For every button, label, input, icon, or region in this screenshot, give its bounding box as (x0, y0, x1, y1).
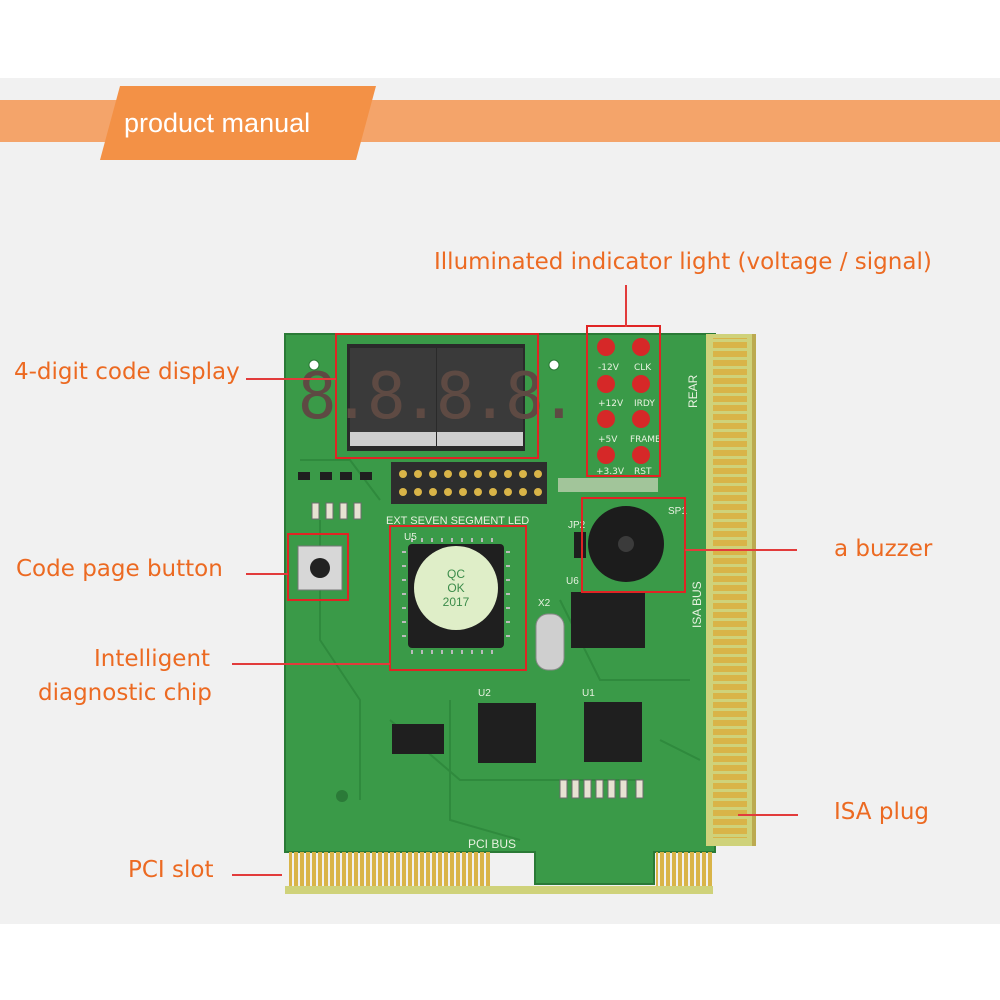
svg-text:JP2: JP2 (568, 520, 586, 531)
callout-line (246, 573, 288, 575)
callout-line (685, 549, 797, 551)
svg-text:U2: U2 (478, 688, 491, 699)
chip-soic (392, 724, 444, 754)
header-tab (100, 86, 376, 160)
pci-bus-label: PCI BUS (468, 837, 516, 851)
svg-text:+3.3V: +3.3V (596, 467, 625, 477)
label-chip-line2: diagnostic chip (38, 680, 212, 706)
svg-text:+12V: +12V (598, 399, 624, 409)
label-page-button: Code page button (16, 556, 223, 582)
svg-text:SP1: SP1 (668, 506, 687, 517)
svg-text:-12V: -12V (598, 363, 620, 373)
chip-u1 (584, 702, 642, 762)
svg-text:X2: X2 (538, 598, 551, 609)
label-chip-line1: Intelligent (94, 646, 211, 672)
highlight-leds (586, 325, 661, 477)
callout-line (232, 874, 282, 876)
label-buzzer: a buzzer (834, 536, 933, 562)
mount-hole (336, 790, 348, 802)
header-title: product manual (124, 108, 311, 138)
svg-text:U6: U6 (566, 576, 579, 587)
mount-hole (548, 359, 560, 371)
isa-pins (713, 338, 747, 838)
highlight-display (335, 333, 539, 459)
svg-text:QC: QC (447, 567, 465, 581)
highlight-button (287, 533, 349, 601)
svg-text:FRAME: FRAME (630, 435, 661, 445)
callout-line (625, 285, 627, 327)
svg-text:U5: U5 (404, 532, 417, 543)
label-pci-slot: PCI slot (128, 857, 214, 883)
chip-u2 (478, 703, 536, 763)
qc-sticker (414, 546, 498, 630)
callout-line (246, 378, 336, 380)
callout-line (738, 814, 798, 816)
callout-line (232, 663, 390, 665)
label-isa-plug: ISA plug (834, 799, 930, 825)
rear-label: REAR (686, 374, 700, 408)
label-indicator-light: Illuminated indicator light (voltage / s… (434, 249, 932, 275)
seven-seg-label: EXT SEVEN SEGMENT LED (386, 515, 529, 527)
pin-header (391, 462, 547, 504)
code-page-button (297, 545, 343, 591)
svg-text:2017: 2017 (443, 595, 470, 609)
mount-hole (308, 359, 320, 371)
highlight-chip (389, 525, 527, 671)
svg-text:IRDY: IRDY (634, 399, 655, 409)
isa-bus-label: ISA BUS (690, 581, 704, 628)
svg-text:U1: U1 (582, 688, 595, 699)
indicator-leds (597, 338, 650, 464)
svg-text:+5V: +5V (598, 435, 618, 445)
highlight-buzzer (581, 497, 686, 593)
crystal (535, 613, 565, 671)
display-digits: 8.8.8.8. (298, 360, 574, 434)
svg-text:CLK: CLK (634, 363, 652, 373)
chip-u6 (571, 592, 645, 648)
label-code-display: 4-digit code display (14, 359, 240, 385)
svg-text:RST: RST (634, 467, 652, 477)
svg-text:OK: OK (447, 581, 464, 595)
